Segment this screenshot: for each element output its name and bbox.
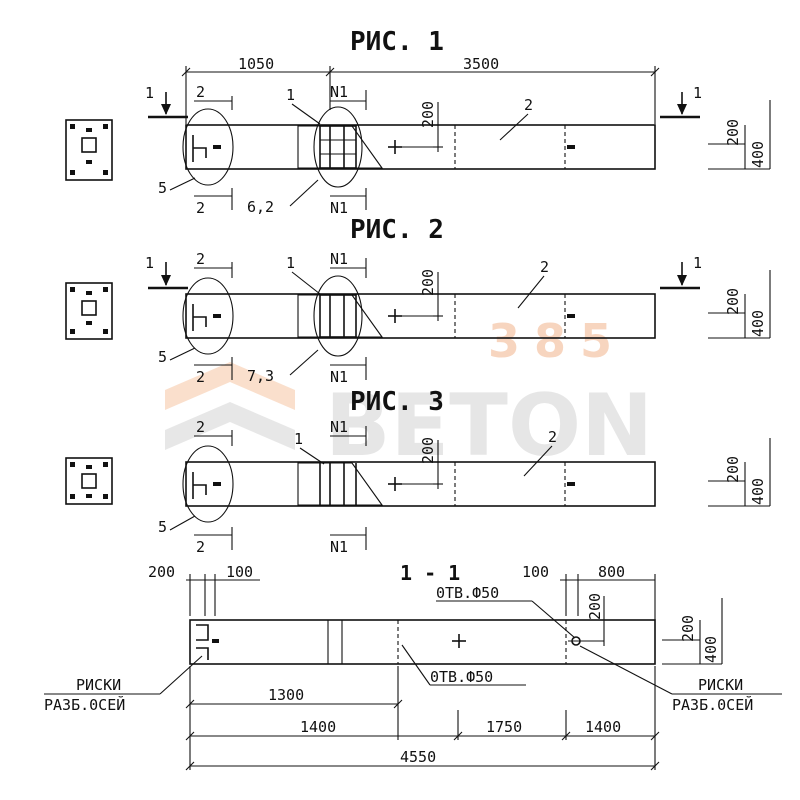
dim-1050: 1050 [238, 55, 274, 73]
part-label-2: 2 [524, 96, 533, 114]
marks-left-line1: РИСКИ [76, 676, 121, 694]
watermark-number: 385 [488, 314, 626, 368]
part-label-1: 1 [286, 86, 295, 104]
watermark-logo-upper [165, 362, 295, 410]
hole-label-top: 0ТВ.Ф50 [436, 584, 499, 602]
hole-label-bottom: 0ТВ.Ф50 [430, 668, 493, 686]
part-label-1: 1 [286, 254, 295, 272]
dim-side-200: 200 [724, 119, 742, 146]
ring-label-5: 5 [158, 348, 167, 366]
dim-1750: 1750 [486, 718, 522, 736]
dim-200-right: 200 [586, 593, 604, 620]
figure-2: РИС. 2 1 1 2 2 N1 N1 1 [65, 215, 771, 386]
section-marker-right: 1 [693, 84, 702, 102]
marks-left-line2: РАЗБ.0СЕЙ [44, 695, 125, 714]
marks-right-line1: РИСКИ [698, 676, 743, 694]
dim-1400-right: 1400 [585, 718, 621, 736]
dim-100-right: 100 [522, 563, 549, 581]
marks-right-line2: РАЗБ.0СЕЙ [672, 695, 753, 714]
cut-top-n1: N1 [330, 83, 348, 101]
section-marker-left: 1 [145, 84, 154, 102]
figure-title: РИС. 1 [350, 27, 444, 57]
section-marker-right: 1 [693, 254, 702, 272]
dim-side-200: 200 [679, 615, 697, 642]
ring-label-5: 5 [158, 179, 167, 197]
figure-title: РИС. 2 [350, 215, 444, 245]
dim-side-400: 400 [749, 478, 767, 505]
dim-side-400: 400 [702, 636, 720, 663]
dim-side-200: 200 [724, 288, 742, 315]
cut-bottom-left: 2 [196, 368, 205, 386]
cut-top-left: 2 [196, 250, 205, 268]
section-marker-left: 1 [145, 254, 154, 272]
dim-1400-left: 1400 [300, 718, 336, 736]
dim-web-200: 200 [419, 269, 437, 296]
dim-side-400: 400 [749, 141, 767, 168]
cut-top-left: 2 [196, 418, 205, 436]
dim-side-200: 200 [724, 456, 742, 483]
part-label-1: 1 [294, 430, 303, 448]
figure-1: РИС. 1 1050 3500 1 1 [65, 27, 771, 217]
cut-bottom-left: 2 [196, 199, 205, 217]
dim-3500: 3500 [463, 55, 499, 73]
rebar-label-7-3: 7,3 [247, 367, 274, 385]
section-1-1: 1 - 1 200 100 100 800 200 0ТВ.Ф50 0ТВ [44, 561, 782, 771]
dim-200-left: 200 [148, 563, 175, 581]
cut-bottom-n1: N1 [330, 199, 348, 217]
dim-web-200: 200 [419, 437, 437, 464]
watermark-text: BETON [325, 376, 653, 476]
cross-section [65, 119, 113, 181]
cross-section [65, 282, 113, 340]
watermark-logo-lower [165, 402, 295, 450]
section-title: 1 - 1 [400, 561, 460, 585]
dim-total-4550: 4550 [400, 748, 436, 766]
cut-bottom-n1: N1 [330, 368, 348, 386]
rebar-label-6-2: 6,2 [247, 198, 274, 216]
cut-top-n1: N1 [330, 250, 348, 268]
dim-100-left: 100 [226, 563, 253, 581]
cross-section [65, 457, 113, 505]
cut-top-n1: N1 [330, 418, 348, 436]
figure-title: РИС. 3 [350, 387, 444, 417]
cut-top-left: 2 [196, 83, 205, 101]
cut-bottom-left: 2 [196, 538, 205, 556]
dim-web-200: 200 [419, 101, 437, 128]
figure-3: РИС. 3 2 2 N1 N1 1 2 5 [65, 387, 771, 556]
dim-side-400: 400 [749, 310, 767, 337]
cut-bottom-n1: N1 [330, 538, 348, 556]
dim-800: 800 [598, 563, 625, 581]
part-label-2: 2 [548, 428, 557, 446]
watermark: 385 BETON [165, 314, 653, 476]
ring-label-5: 5 [158, 518, 167, 536]
part-label-2: 2 [540, 258, 549, 276]
dim-1300: 1300 [268, 686, 304, 704]
